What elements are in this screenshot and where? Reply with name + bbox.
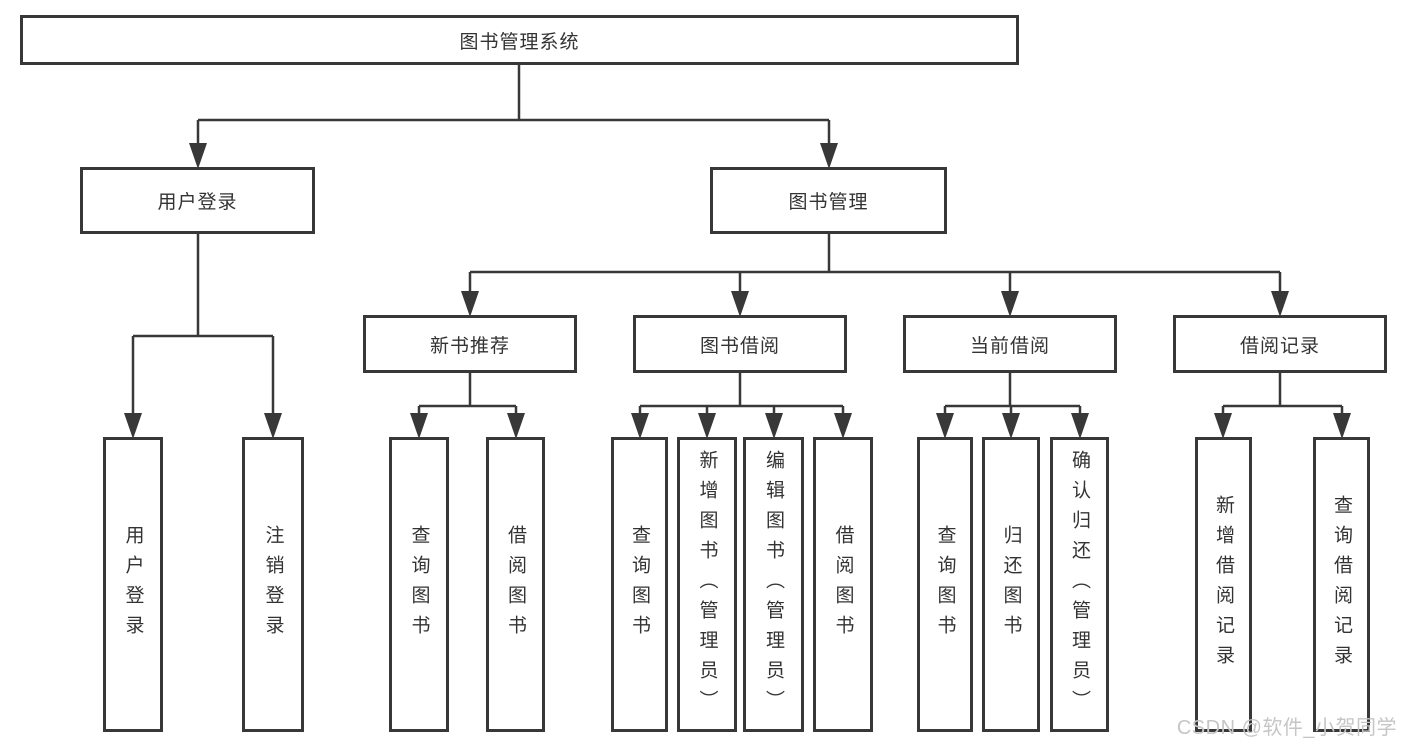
watermark: CSDN @软件_小贺同学 bbox=[1176, 717, 1397, 739]
node-current-borrowing: 当前借阅 bbox=[903, 315, 1117, 373]
leaf-edit-books-admin: 编辑图书（管理员） bbox=[743, 437, 804, 732]
leaf-query-books-current: 查询图书 bbox=[917, 437, 973, 732]
leaf-logout: 注销登录 bbox=[242, 437, 304, 732]
node-book-management: 图书管理 bbox=[710, 167, 947, 234]
node-borrowing-records: 借阅记录 bbox=[1173, 315, 1387, 373]
leaf-borrow-books-borrowing: 借阅图书 bbox=[813, 437, 873, 732]
leaf-add-books-admin: 新增图书（管理员） bbox=[677, 437, 737, 732]
leaf-user-login: 用户登录 bbox=[103, 437, 163, 732]
leaf-add-borrow-record: 新增借阅记录 bbox=[1195, 437, 1252, 732]
leaf-return-books: 归还图书 bbox=[982, 437, 1040, 732]
leaf-query-books-borrowing: 查询图书 bbox=[611, 437, 668, 732]
leaf-confirm-return-admin: 确认归还（管理员） bbox=[1050, 437, 1109, 732]
node-user-login: 用户登录 bbox=[80, 167, 315, 234]
node-book-borrowing: 图书借阅 bbox=[633, 315, 847, 373]
node-library-system: 图书管理系统 bbox=[20, 15, 1019, 65]
leaf-query-borrow-record: 查询借阅记录 bbox=[1313, 437, 1370, 732]
leaf-borrow-books-recommend: 借阅图书 bbox=[486, 437, 545, 732]
leaf-query-books-recommend: 查询图书 bbox=[389, 437, 449, 732]
node-new-book-recommendation: 新书推荐 bbox=[363, 315, 577, 373]
